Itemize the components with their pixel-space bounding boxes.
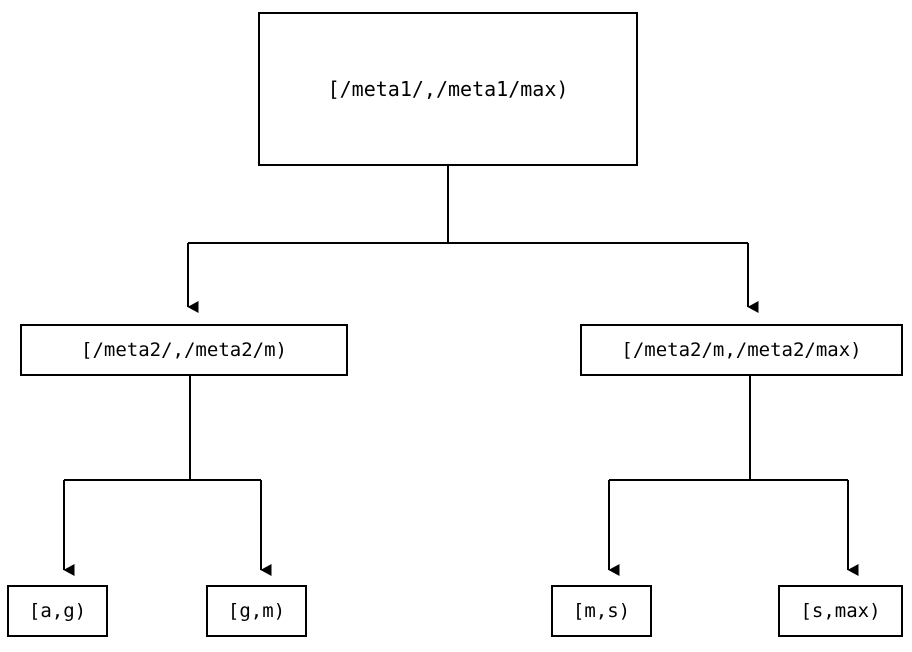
tree-leaf-a-g[interactable]: [a,g) [7,585,108,637]
tree-leaf-s-max[interactable]: [s,max) [778,585,903,637]
tree-leaf-g-m[interactable]: [g,m) [206,585,307,637]
tree-leaf-m-s[interactable]: [m,s) [551,585,652,637]
edge-left-level2-to-leaves [63,376,272,576]
tree-node-root[interactable]: [/meta1/,/meta1/max) [258,12,638,166]
edge-right-level2-to-leaves [608,376,859,576]
tree-node-level2-left[interactable]: [/meta2/,/meta2/m) [20,324,348,376]
tree-node-level2-right[interactable]: [/meta2/m,/meta2/max) [580,324,903,376]
edge-root-to-level2 [187,166,759,313]
